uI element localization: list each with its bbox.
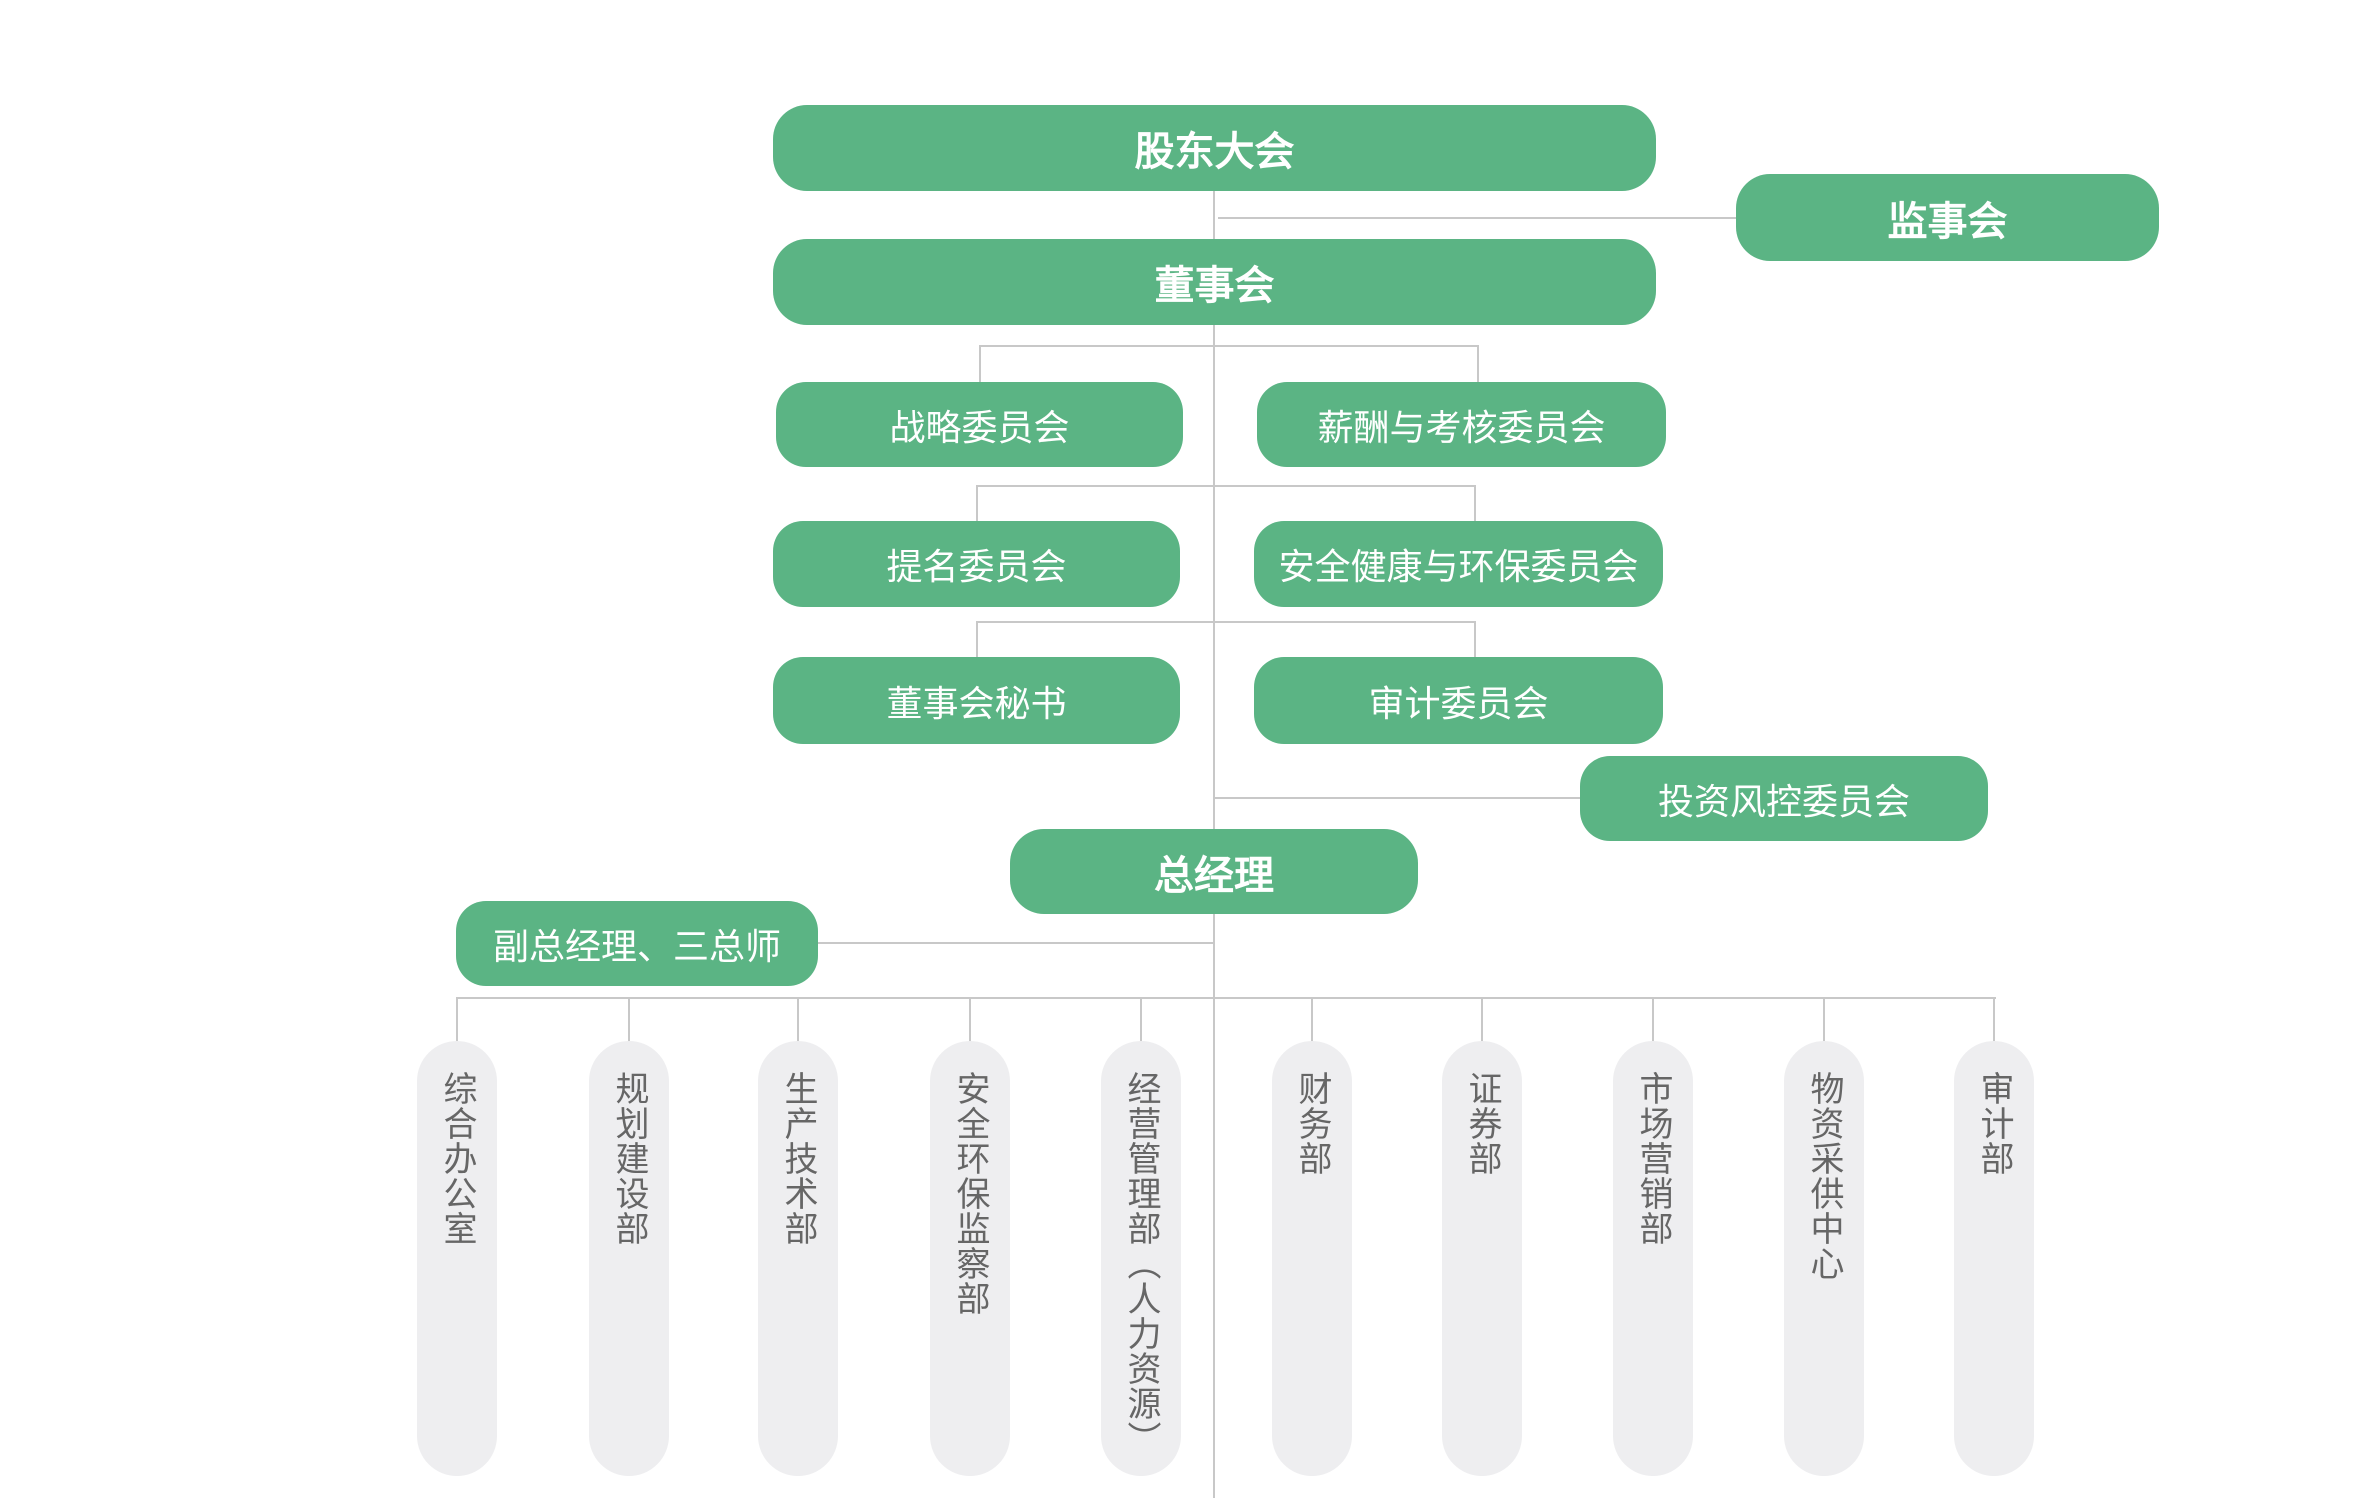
node-audit-committee: 审计委员会 [1254, 657, 1663, 744]
department-connector [1993, 997, 1995, 1041]
node-deputy-managers: 副总经理、三总师 [456, 901, 818, 986]
node-board-secretary: 董事会秘书 [773, 657, 1180, 744]
department-connector [456, 997, 458, 1041]
supervisor-connector [1218, 217, 1738, 219]
node-nomination-committee: 提名委员会 [773, 521, 1180, 607]
connector [976, 485, 978, 522]
committee-bus-2 [976, 485, 1476, 487]
node-shareholders: 股东大会 [773, 105, 1656, 191]
node-board: 董事会 [773, 239, 1656, 325]
node-general-manager: 总经理 [1010, 829, 1418, 914]
connector [976, 621, 978, 658]
node-compensation-committee: 薪酬与考核委员会 [1257, 382, 1666, 467]
department-item: 安全环保监察部 [930, 1041, 1010, 1476]
node-strategy-committee: 战略委员会 [776, 382, 1183, 467]
department-connector [628, 997, 630, 1041]
deputy-connector [816, 942, 1214, 944]
department-connector [1652, 997, 1654, 1041]
department-connector [1823, 997, 1825, 1041]
connector [1477, 345, 1479, 383]
department-connector [1311, 997, 1313, 1041]
node-supervisors: 监事会 [1736, 174, 2159, 261]
node-risk-committee: 投资风控委员会 [1580, 756, 1988, 841]
risk-connector [1214, 797, 1582, 799]
department-connector [797, 997, 799, 1041]
committee-bus-3 [976, 621, 1476, 623]
node-safety-committee: 安全健康与环保委员会 [1254, 521, 1663, 607]
department-connector [969, 997, 971, 1041]
department-connector [1481, 997, 1483, 1041]
department-item: 市场营销部 [1613, 1041, 1693, 1476]
connector [979, 345, 981, 383]
department-connector [1140, 997, 1142, 1041]
department-item: 物资采供中心 [1784, 1041, 1864, 1476]
connector [1474, 485, 1476, 522]
department-item: 财务部 [1272, 1041, 1352, 1476]
department-bus [457, 997, 1996, 999]
department-item: 证券部 [1442, 1041, 1522, 1476]
department-item: 综合办公室 [417, 1041, 497, 1476]
connector [1474, 621, 1476, 658]
department-item: 经营管理部（人力资源） [1101, 1041, 1181, 1476]
department-item: 审计部 [1954, 1041, 2034, 1476]
department-item: 生产技术部 [758, 1041, 838, 1476]
department-item: 规划建设部 [589, 1041, 669, 1476]
committee-bus-1 [979, 345, 1479, 347]
